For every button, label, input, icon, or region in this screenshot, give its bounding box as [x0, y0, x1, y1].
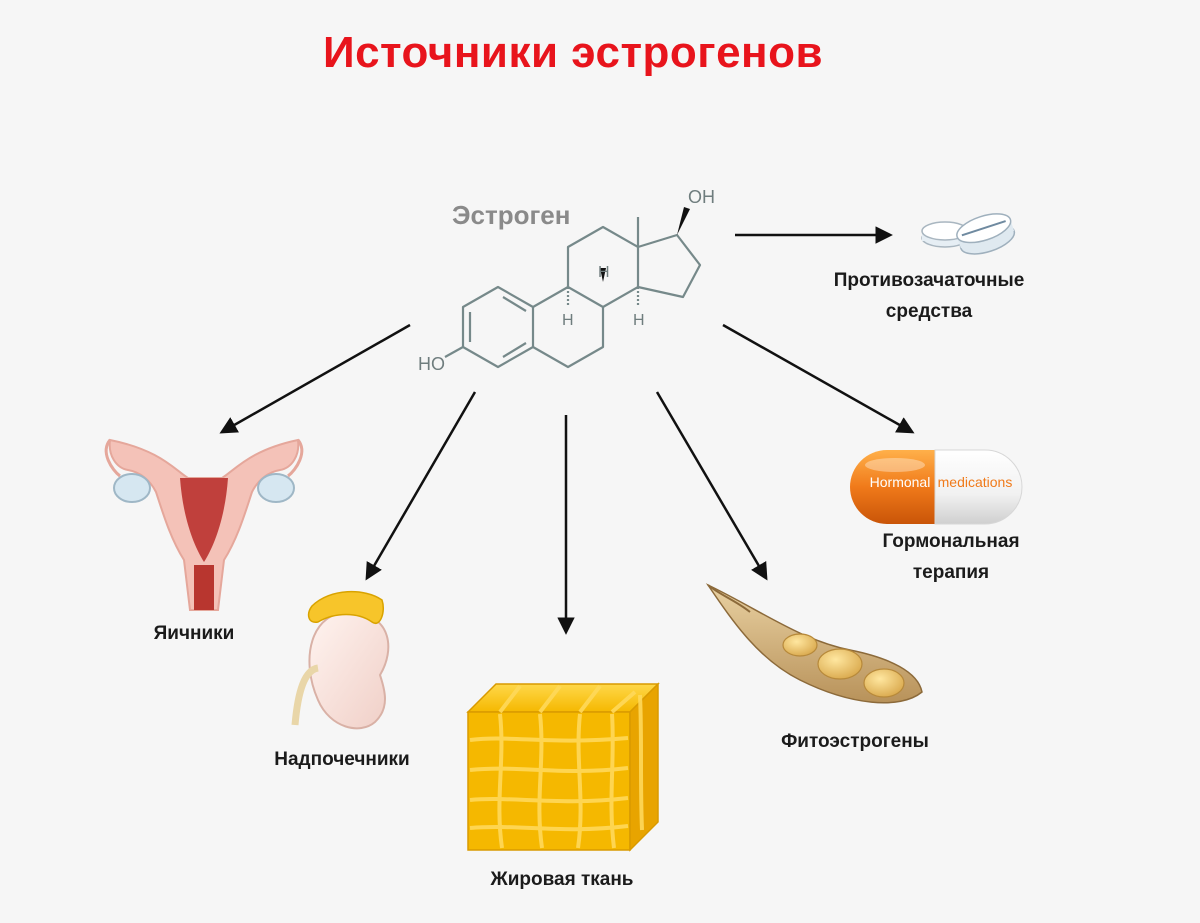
label-hrt-line1: Гормональная	[882, 531, 1020, 552]
adrenal-kidney-icon	[291, 590, 390, 730]
h-atom-3: H	[633, 312, 645, 329]
label-ovaries: Яичники	[153, 623, 235, 644]
oh-top-group: OH	[688, 187, 715, 207]
capsule-left-text: Hormonal	[870, 474, 931, 490]
oh-left-group: HO	[418, 354, 445, 374]
arrow-to-adrenals	[365, 391, 477, 581]
label-contraceptives-line1: Противозачаточные	[833, 270, 1025, 291]
label-contraceptives-line2: средства	[885, 301, 973, 322]
label-hrt: Гормональная терапия	[860, 526, 1042, 588]
arrow-to-phyto	[655, 391, 768, 581]
arrow-to-ovaries	[219, 323, 411, 434]
label-phyto: Фитоэстрогены	[781, 731, 929, 752]
ovaries-icon	[104, 438, 304, 611]
page-title: Источники эстрогенов	[322, 28, 824, 77]
label-fat: Жировая ткань	[490, 869, 634, 890]
label-contraceptives: Противозачаточные средства	[818, 265, 1040, 327]
pills-icon	[921, 213, 1016, 255]
h-atom-1: H	[562, 312, 574, 329]
soy-pod-icon	[705, 583, 923, 704]
h-atom-2: H	[598, 264, 610, 281]
capsule-icon: Hormonal medications	[850, 449, 1023, 525]
estrogen-molecule	[444, 207, 702, 369]
fat-tissue-icon	[466, 682, 660, 852]
capsule-right-text: medications	[938, 474, 1013, 490]
arrow-to-hrt	[722, 323, 915, 434]
molecule-label: Эстроген	[452, 200, 571, 230]
label-adrenals: Надпочечники	[274, 749, 410, 770]
label-hrt-line2: терапия	[912, 562, 990, 583]
